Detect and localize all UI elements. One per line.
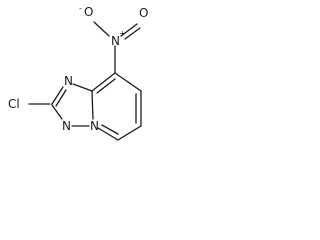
ring-nitrogen-3-label: N bbox=[64, 74, 73, 88]
bond-nitro-n-o-right bbox=[120, 23, 138, 37]
structure-diagram: Cl N N N N + O - O bbox=[8, 4, 148, 141]
nitro-nitrogen-label: N bbox=[111, 34, 120, 48]
bond-nitro-n-o-right-double bbox=[124, 27, 141, 40]
bond-c5-n8a-double bbox=[101, 124, 119, 135]
nitro-oxygen-charge: - bbox=[79, 4, 82, 13]
bond-c3a-n8a bbox=[91, 90, 94, 120]
bond-c2-n3-double bbox=[55, 89, 67, 107]
bond-layer bbox=[28, 21, 142, 141]
label-layer: Cl N N N N + O - O bbox=[8, 4, 148, 133]
nitro-oxygen-right-label: O bbox=[139, 6, 148, 20]
nitro-oxygen-left-label: O bbox=[84, 5, 93, 19]
bond-c3a-c8-double bbox=[96, 78, 116, 94]
bridgehead-nitrogen-label: N bbox=[90, 119, 99, 133]
bond-c5-n8a bbox=[97, 127, 119, 141]
nitro-nitrogen-charge: + bbox=[119, 29, 126, 38]
bond-c8-c7 bbox=[114, 72, 142, 92]
bond-n3-c3a bbox=[72, 83, 93, 92]
bond-c6-c5 bbox=[117, 125, 142, 141]
bond-nitro-n-o-left bbox=[93, 21, 110, 37]
bond-c3a-c8 bbox=[91, 72, 116, 92]
ring-nitrogen-1-label: N bbox=[62, 119, 71, 133]
chlorine-label: Cl bbox=[8, 97, 20, 111]
bond-c2-n1 bbox=[51, 104, 63, 120]
bond-c2-n3 bbox=[51, 86, 64, 105]
